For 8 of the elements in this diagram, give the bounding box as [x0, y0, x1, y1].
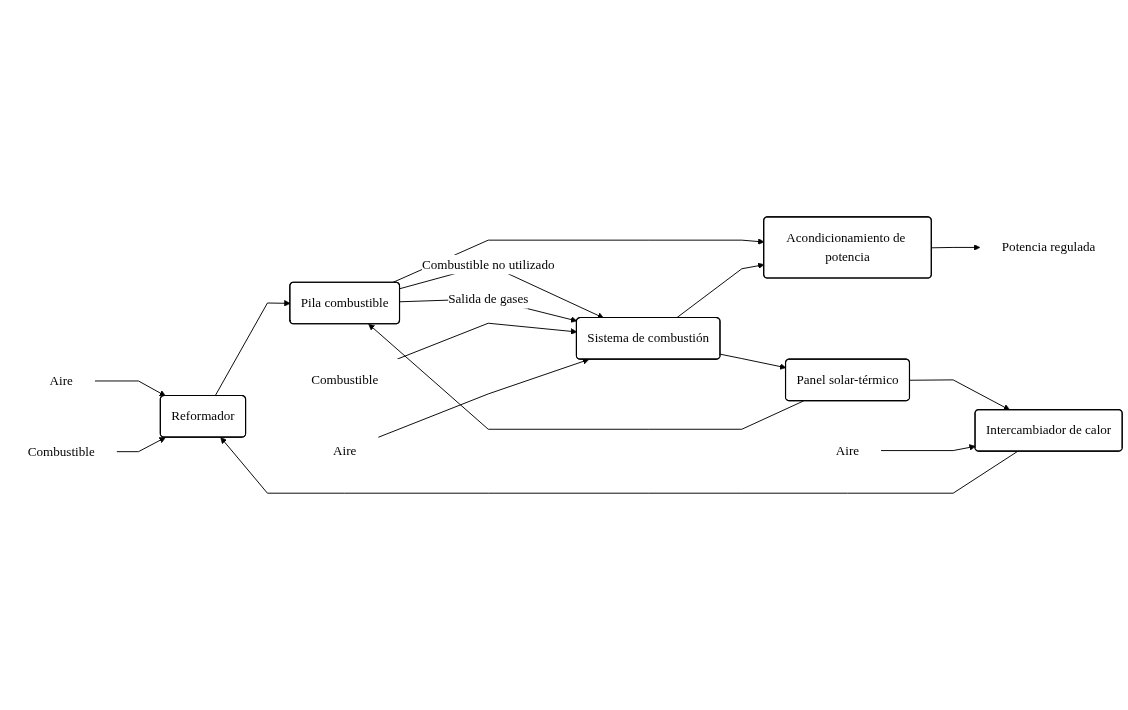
node-text: Combustible	[311, 372, 379, 387]
node-text: Aire	[333, 442, 357, 458]
node-text: Combustible	[27, 444, 95, 459]
node-text: Aire	[835, 442, 860, 458]
node-text: Potencia regulada	[1001, 239, 1096, 255]
edge-label: Salida de gases	[448, 291, 529, 306]
node-text: Aire	[49, 373, 73, 388]
edge-label: Combustible no utilizado	[421, 256, 555, 272]
